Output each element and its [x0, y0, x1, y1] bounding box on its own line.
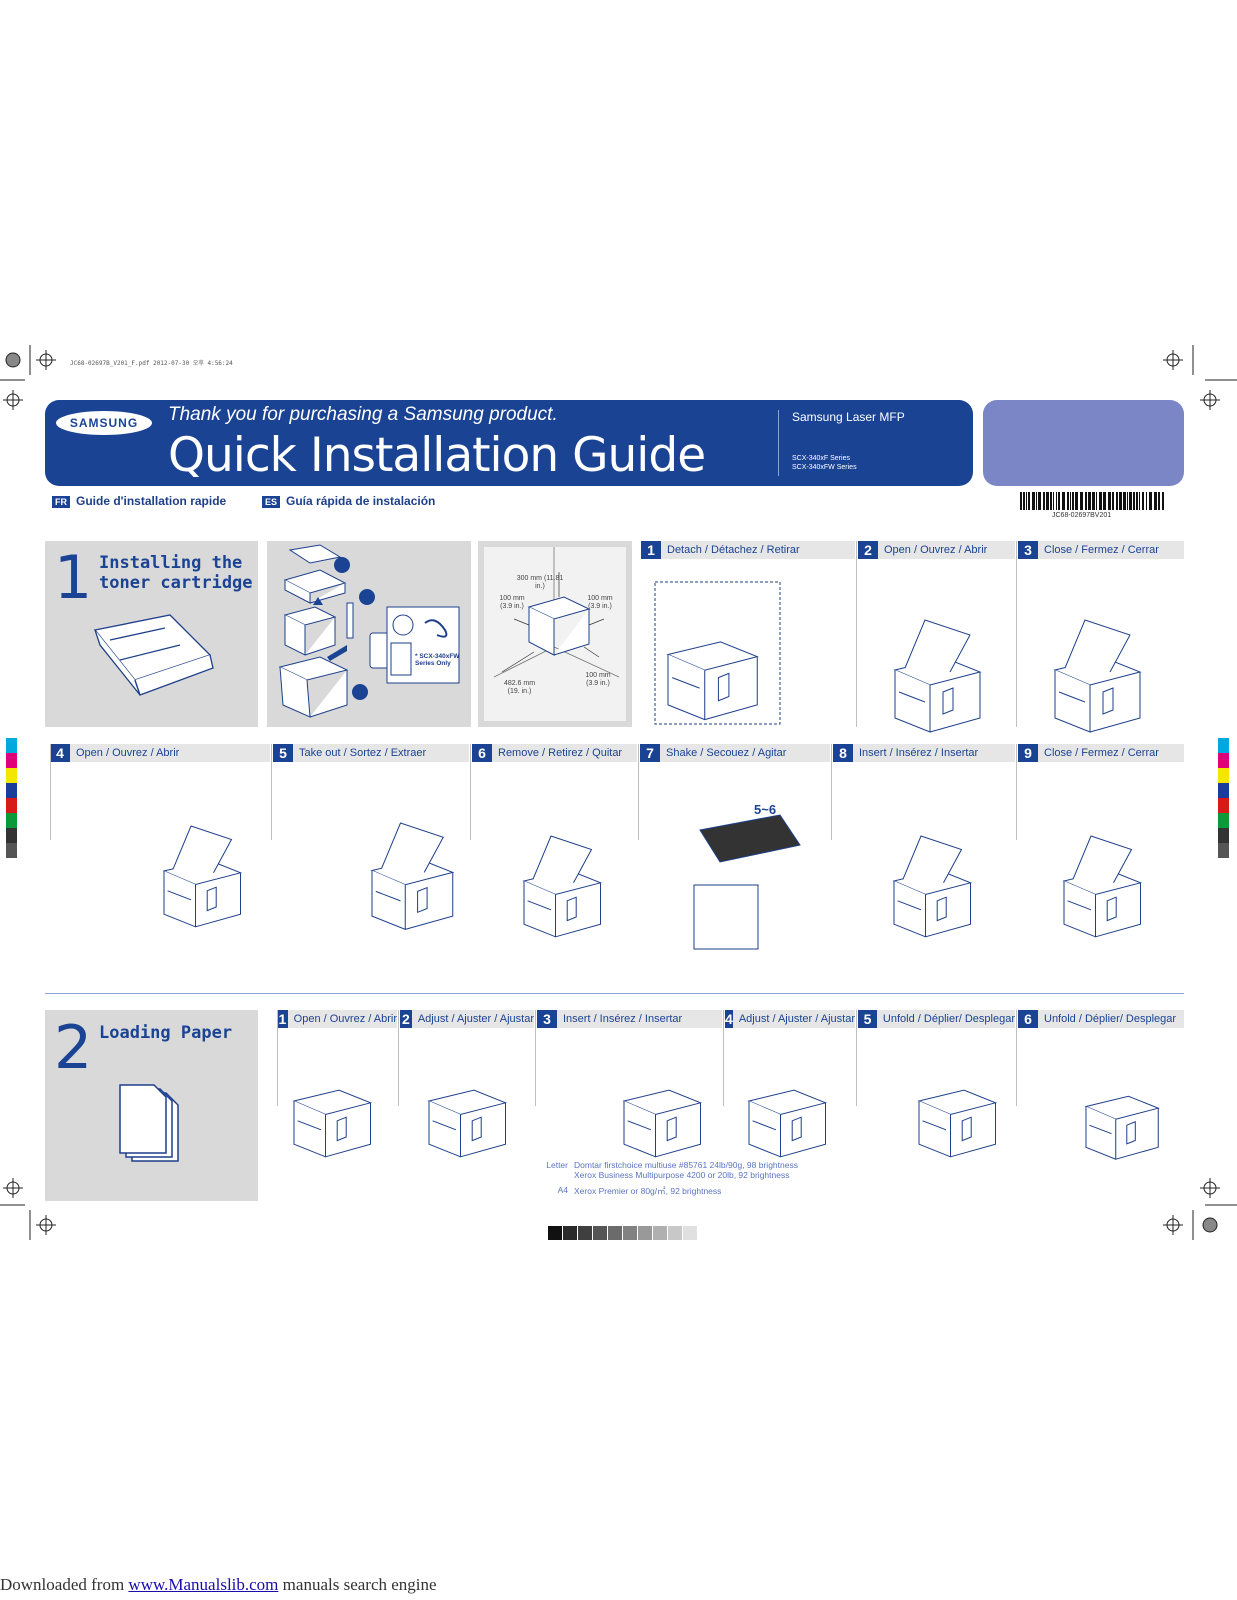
- divider: [831, 744, 832, 840]
- gray-swatch: [578, 1226, 592, 1240]
- divider: [1016, 1010, 1017, 1106]
- gray-swatch: [593, 1226, 607, 1240]
- product-name: Samsung Laser MFP: [792, 410, 905, 424]
- model-name: SCX-340xFW Series: [792, 464, 857, 471]
- section-divider: [45, 993, 1184, 994]
- page-title: Quick Installation Guide: [168, 428, 706, 483]
- gray-swatch: [668, 1226, 682, 1240]
- tagline: Thank you for purchasing a Samsung produ…: [168, 404, 558, 425]
- divider: [723, 1010, 724, 1106]
- gray-swatch: [548, 1226, 562, 1240]
- divider: [398, 1010, 399, 1106]
- divider: [1016, 541, 1017, 727]
- samsung-logo: SAMSUNG: [54, 408, 154, 438]
- clearance-right: 100 mm (3.9 in.): [587, 595, 613, 610]
- divider: [470, 744, 471, 840]
- header-divider: [778, 410, 779, 476]
- clearance-back: 100 mm (3.9 in.): [585, 672, 611, 687]
- color-bar-left: [6, 738, 17, 858]
- clearance-front: 482.6 mm (19. in.): [503, 680, 536, 695]
- header-banner: [45, 400, 973, 486]
- clearance-illustration: [493, 547, 620, 678]
- section1-number: 1: [54, 543, 93, 613]
- gray-swatch: [683, 1226, 697, 1240]
- gray-swatch: [653, 1226, 667, 1240]
- paper-size-a4: A4: [557, 1185, 568, 1195]
- clearance-left: 100 mm (3.9 in.): [499, 595, 525, 610]
- unpack-illustration: [278, 544, 460, 718]
- divider: [856, 1010, 857, 1106]
- clearance-top: 300 mm (11.81 in.): [516, 575, 564, 590]
- gray-swatch: [623, 1226, 637, 1240]
- clearance-box: [484, 547, 626, 721]
- gray-swatch: [638, 1226, 652, 1240]
- gray-swatch: [563, 1226, 577, 1240]
- divider: [535, 1010, 536, 1106]
- divider: [856, 541, 857, 727]
- color-bar-right: [1218, 738, 1229, 858]
- footer: Downloaded from www.Manualslib.com manua…: [0, 1575, 437, 1594]
- paper-note: Xerox Premier or 80g/㎡, 92 brightness: [574, 1186, 722, 1196]
- shake-count: 5~6: [754, 802, 777, 817]
- unpack-note: * SCX-340xFW Series Only: [415, 653, 460, 667]
- print-info: JC68-02697B_V201_F.pdf 2012-07-30 오후 4:5…: [70, 360, 233, 367]
- section2-title: Loading Paper: [99, 1023, 233, 1043]
- divider: [638, 744, 639, 840]
- divider: [50, 744, 51, 840]
- paper-note: Domtar firstchoice multiuse #85761 24lb/…: [574, 1160, 798, 1170]
- paper-size-letter: Letter: [546, 1160, 568, 1170]
- manualslib-link[interactable]: www.Manualslib.com: [128, 1575, 279, 1594]
- divider: [271, 744, 272, 840]
- paper-note: Xerox Business Multipurpose 4200 or 20lb…: [574, 1170, 790, 1180]
- gray-swatch: [608, 1226, 622, 1240]
- section2-number: 2: [54, 1013, 93, 1083]
- model-name: SCX-340xF Series: [792, 455, 850, 462]
- divider: [1016, 744, 1017, 840]
- svg-text:SAMSUNG: SAMSUNG: [70, 416, 138, 430]
- paper-stack-illustration: [119, 1084, 179, 1162]
- barcode: [1020, 492, 1164, 510]
- header-side-block: [983, 400, 1184, 486]
- divider: [277, 1010, 278, 1106]
- toner-cartridge-illustration: [93, 614, 214, 696]
- barcode-number: JC68-02697BV201: [1052, 512, 1112, 519]
